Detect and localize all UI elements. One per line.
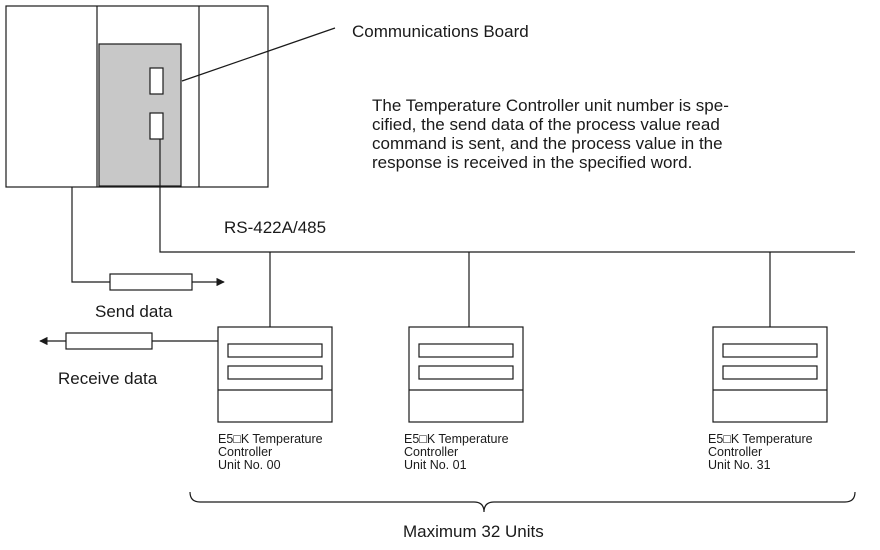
receive-data-label: Receive data: [58, 369, 158, 388]
description-text: The Temperature Controller unit number i…: [372, 96, 729, 172]
send-path: [71, 187, 110, 283]
unit-label-31: E5□K Temperature Controller Unit No. 31: [708, 433, 813, 472]
send-resistor: [109, 273, 193, 291]
rs485-bus: [159, 139, 855, 253]
board-port-1: [149, 67, 164, 95]
unit-number: Unit No. 31: [708, 458, 771, 472]
board-label: Communications Board: [352, 22, 529, 41]
unit-number: Unit No. 00: [218, 458, 281, 472]
maximum-units-label: Maximum 32 Units: [403, 522, 544, 541]
unit-type: Controller: [404, 445, 459, 459]
send-data-label: Send data: [95, 302, 173, 321]
board-port-2: [149, 112, 164, 140]
unit-type: Controller: [708, 445, 763, 459]
unit-label-01: E5□K Temperature Controller Unit No. 01: [404, 433, 509, 472]
controller-unit-2: [712, 326, 828, 423]
unit-model: E5□K Temperature: [404, 432, 509, 446]
unit-type: Controller: [218, 445, 273, 459]
units-brace: [189, 491, 856, 513]
bus-label: RS-422A/485: [224, 218, 327, 237]
board-leader-line: [181, 27, 336, 82]
communications-board: [98, 43, 182, 187]
unit-model: E5□K Temperature: [218, 432, 323, 446]
plc-rack: [5, 5, 269, 188]
controller-unit-0: [217, 326, 333, 423]
unit-number: Unit No. 01: [404, 458, 467, 472]
unit-label-00: E5□K Temperature Controller Unit No. 00: [218, 433, 323, 472]
receive-resistor: [65, 332, 153, 350]
controller-unit-1: [408, 326, 524, 423]
unit-model: E5□K Temperature: [708, 432, 813, 446]
